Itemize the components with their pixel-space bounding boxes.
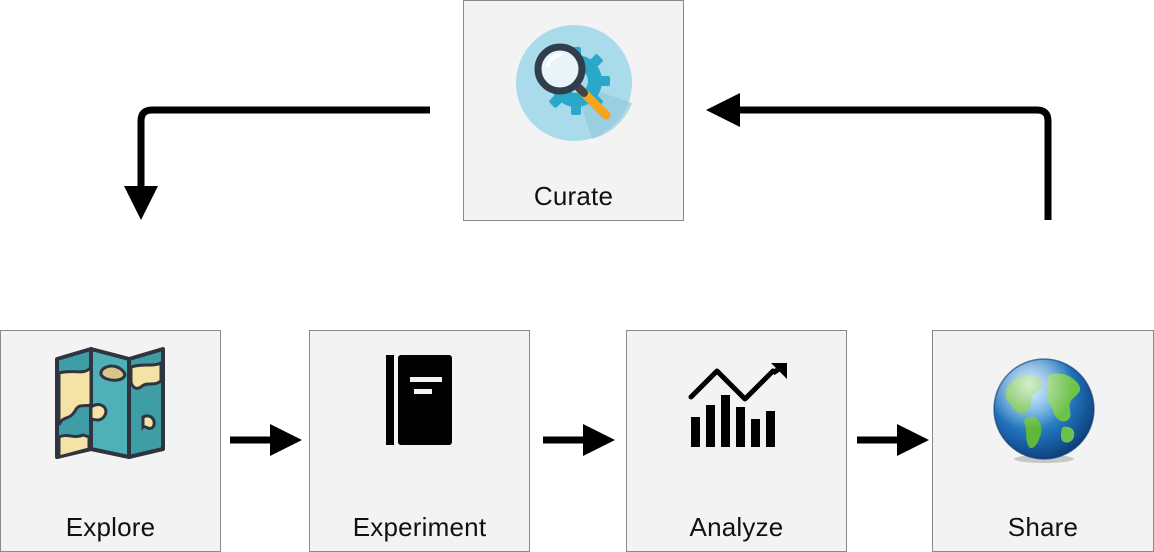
folded-map-icon xyxy=(55,347,165,459)
trend-bar-chart-icon xyxy=(688,362,787,447)
notebook-icon xyxy=(386,355,452,445)
magnifier-gear-icon xyxy=(516,25,632,141)
node-explore: Explore xyxy=(0,330,221,552)
node-label: Explore xyxy=(65,512,156,542)
node-label: Analyze xyxy=(689,512,784,542)
arrow-analyze-to-share xyxy=(857,424,929,456)
node-share: Share xyxy=(932,330,1154,552)
node-label: Curate xyxy=(533,181,614,211)
arrow-curate-to-explore xyxy=(124,106,430,220)
arrow-explore-to-experiment xyxy=(230,424,302,456)
node-experiment: Experiment xyxy=(309,330,530,552)
node-curate: Curate xyxy=(463,0,684,221)
arrow-share-to-curate xyxy=(706,93,1052,220)
node-analyze: Analyze xyxy=(626,330,847,552)
node-label: Share xyxy=(1007,512,1079,542)
arrow-experiment-to-analyze xyxy=(543,424,615,456)
node-label: Experiment xyxy=(352,512,487,542)
globe-icon xyxy=(993,358,1095,463)
